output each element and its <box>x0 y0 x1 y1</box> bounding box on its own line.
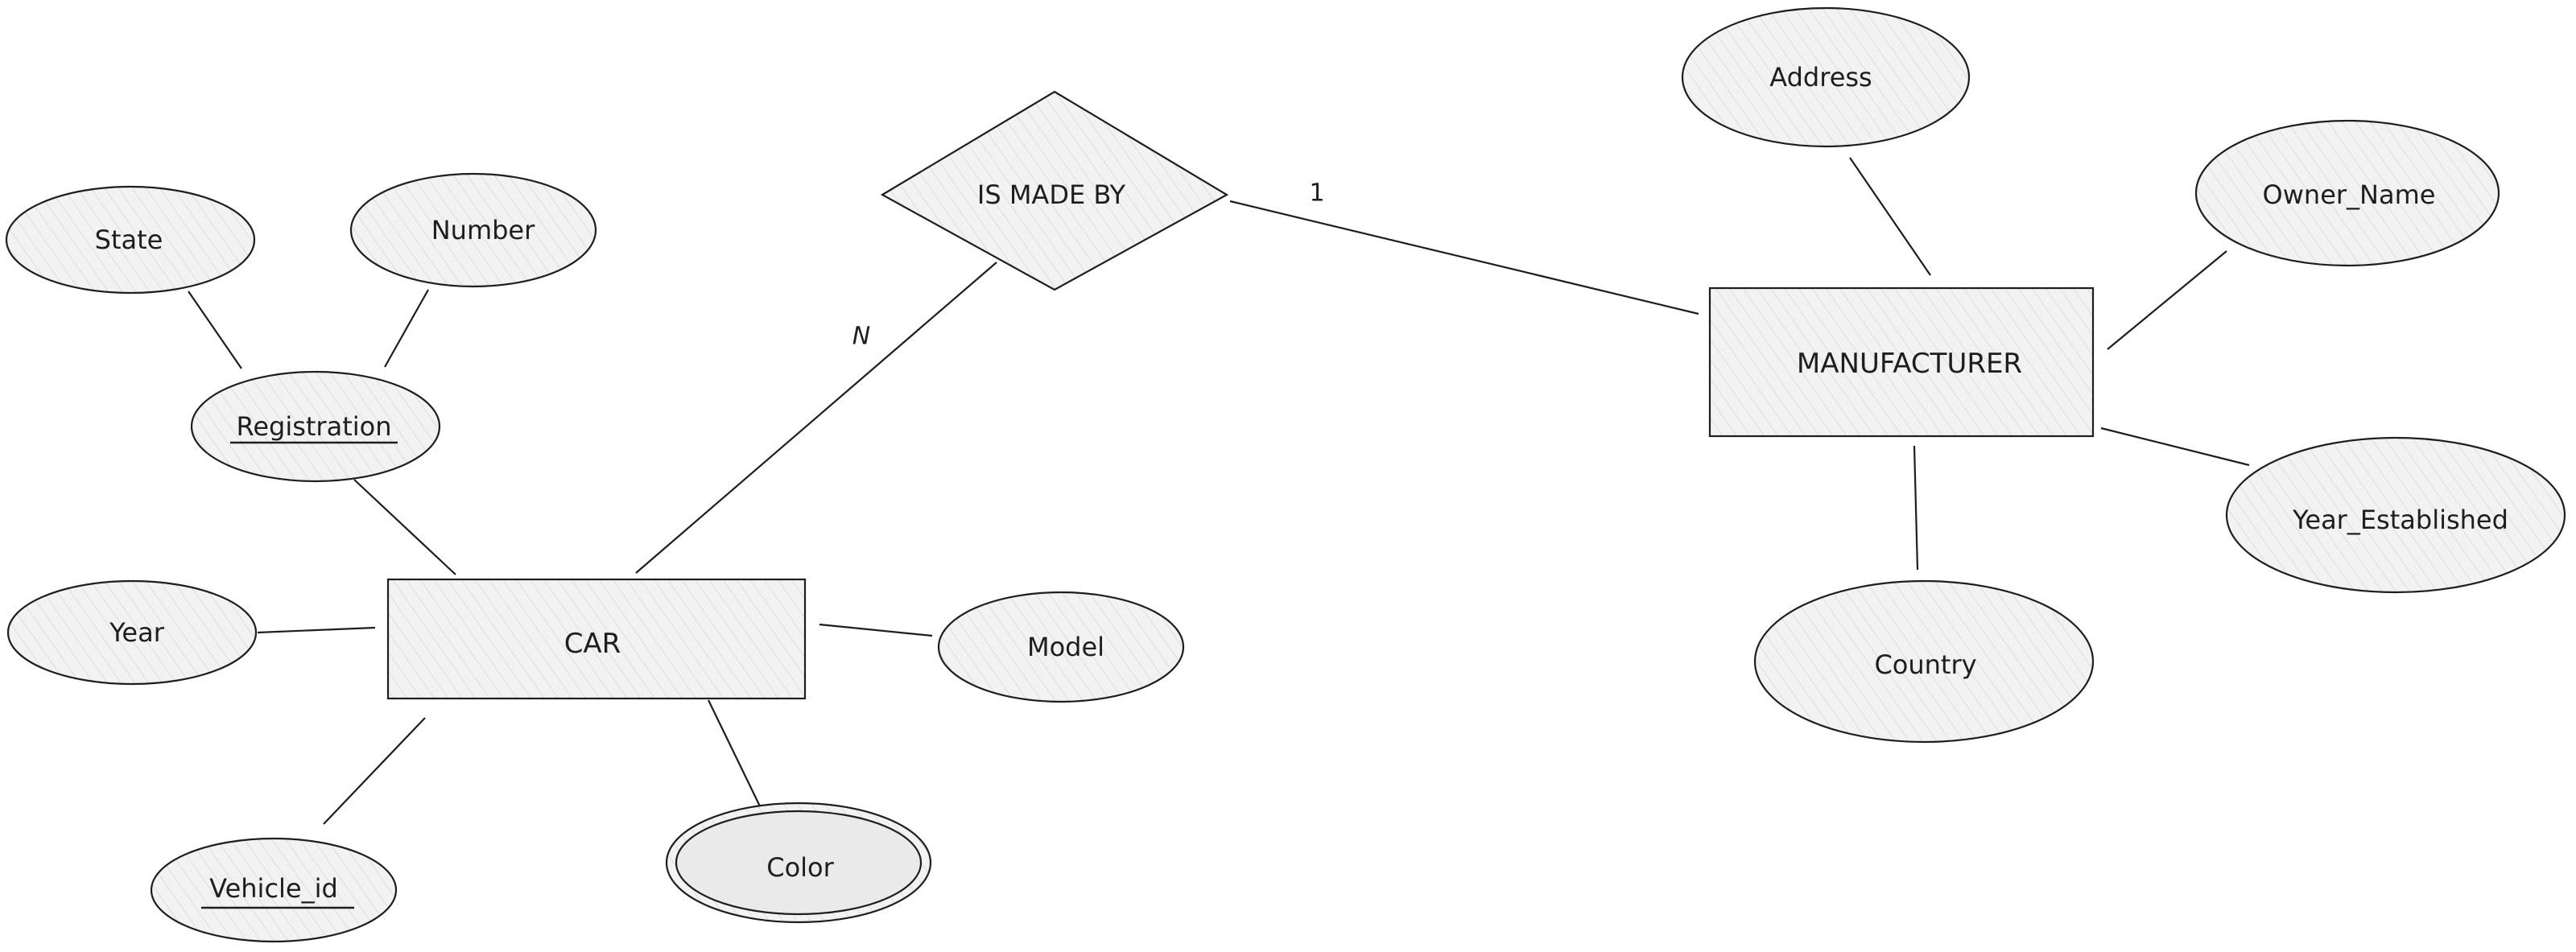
cardinality-car-side: N <box>852 323 870 351</box>
attribute-state-label: State <box>95 225 163 255</box>
attribute-year-label: Year <box>109 617 165 648</box>
line-number-registration <box>384 289 429 368</box>
attribute-owner-name-label: Owner_Name <box>2263 179 2436 210</box>
entity-manufacturer[interactable]: MANUFACTURER <box>1708 286 2095 438</box>
attribute-number[interactable]: Number <box>349 172 597 288</box>
line-yearestablished-manufacturer <box>2100 427 2250 467</box>
attribute-address[interactable]: Address <box>1681 6 1971 148</box>
cardinality-manufacturer-side: 1 <box>1309 179 1324 208</box>
line-relationship-manufacturer <box>1229 200 1699 315</box>
attribute-model[interactable]: Model <box>937 591 1185 703</box>
line-state-registration <box>188 291 242 369</box>
attribute-year-established[interactable]: Year_Established <box>2225 436 2566 594</box>
relationship-is-made-by[interactable]: IS MADE BY <box>880 90 1229 291</box>
line-registration-car <box>353 479 456 575</box>
attribute-address-label: Address <box>1769 62 1872 93</box>
line-color-car <box>708 699 762 810</box>
attribute-year[interactable]: Year <box>6 579 258 686</box>
attribute-vehicle-id-label: Vehicle_id <box>209 873 338 904</box>
line-country-manufacturer <box>1913 445 1919 571</box>
relationship-label: IS MADE BY <box>977 179 1126 210</box>
attribute-color-label: Color <box>766 852 834 883</box>
entity-car-label: CAR <box>564 628 621 660</box>
line-address-manufacturer <box>1849 157 1931 276</box>
line-ownername-manufacturer <box>2107 250 2227 350</box>
attribute-country-label: Country <box>1874 649 1976 680</box>
entity-manufacturer-label: MANUFACTURER <box>1797 348 2022 380</box>
attribute-country[interactable]: Country <box>1753 579 2095 744</box>
attribute-model-label: Model <box>1027 632 1104 662</box>
attribute-state[interactable]: State <box>5 185 256 295</box>
connectors <box>188 157 2250 825</box>
attribute-owner-name[interactable]: Owner_Name <box>2194 119 2500 267</box>
entity-car[interactable]: CAR <box>386 578 807 700</box>
line-vehicleid-car <box>323 717 426 825</box>
line-year-car <box>257 626 376 634</box>
attribute-vehicle-id-key[interactable]: Vehicle_id <box>150 837 398 943</box>
attribute-registration-key[interactable]: Registration <box>190 370 441 483</box>
attribute-color-multivalued[interactable]: Color <box>665 802 932 924</box>
attribute-registration-label: Registration <box>237 411 392 442</box>
attribute-year-established-label: Year_Established <box>2292 505 2508 535</box>
line-model-car <box>819 623 933 637</box>
line-car-relationship <box>635 262 997 574</box>
attribute-number-label: Number <box>431 215 535 245</box>
